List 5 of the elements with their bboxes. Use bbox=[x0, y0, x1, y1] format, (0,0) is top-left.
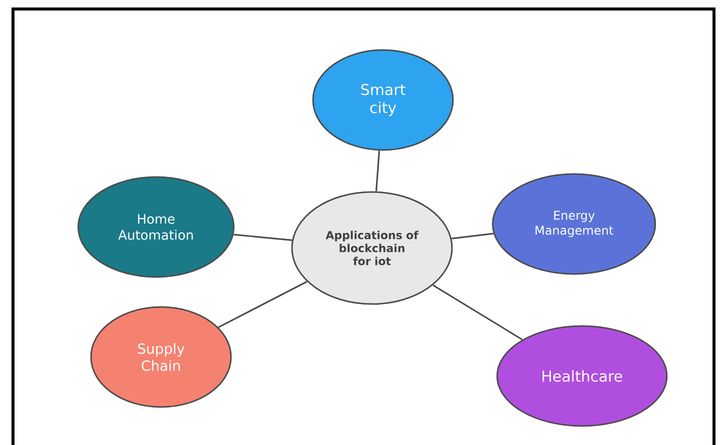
connector-line bbox=[375, 150, 380, 192]
connector-line bbox=[452, 232, 494, 240]
connector-line bbox=[234, 234, 292, 242]
connector-line bbox=[218, 280, 308, 328]
connector-line bbox=[432, 284, 523, 340]
